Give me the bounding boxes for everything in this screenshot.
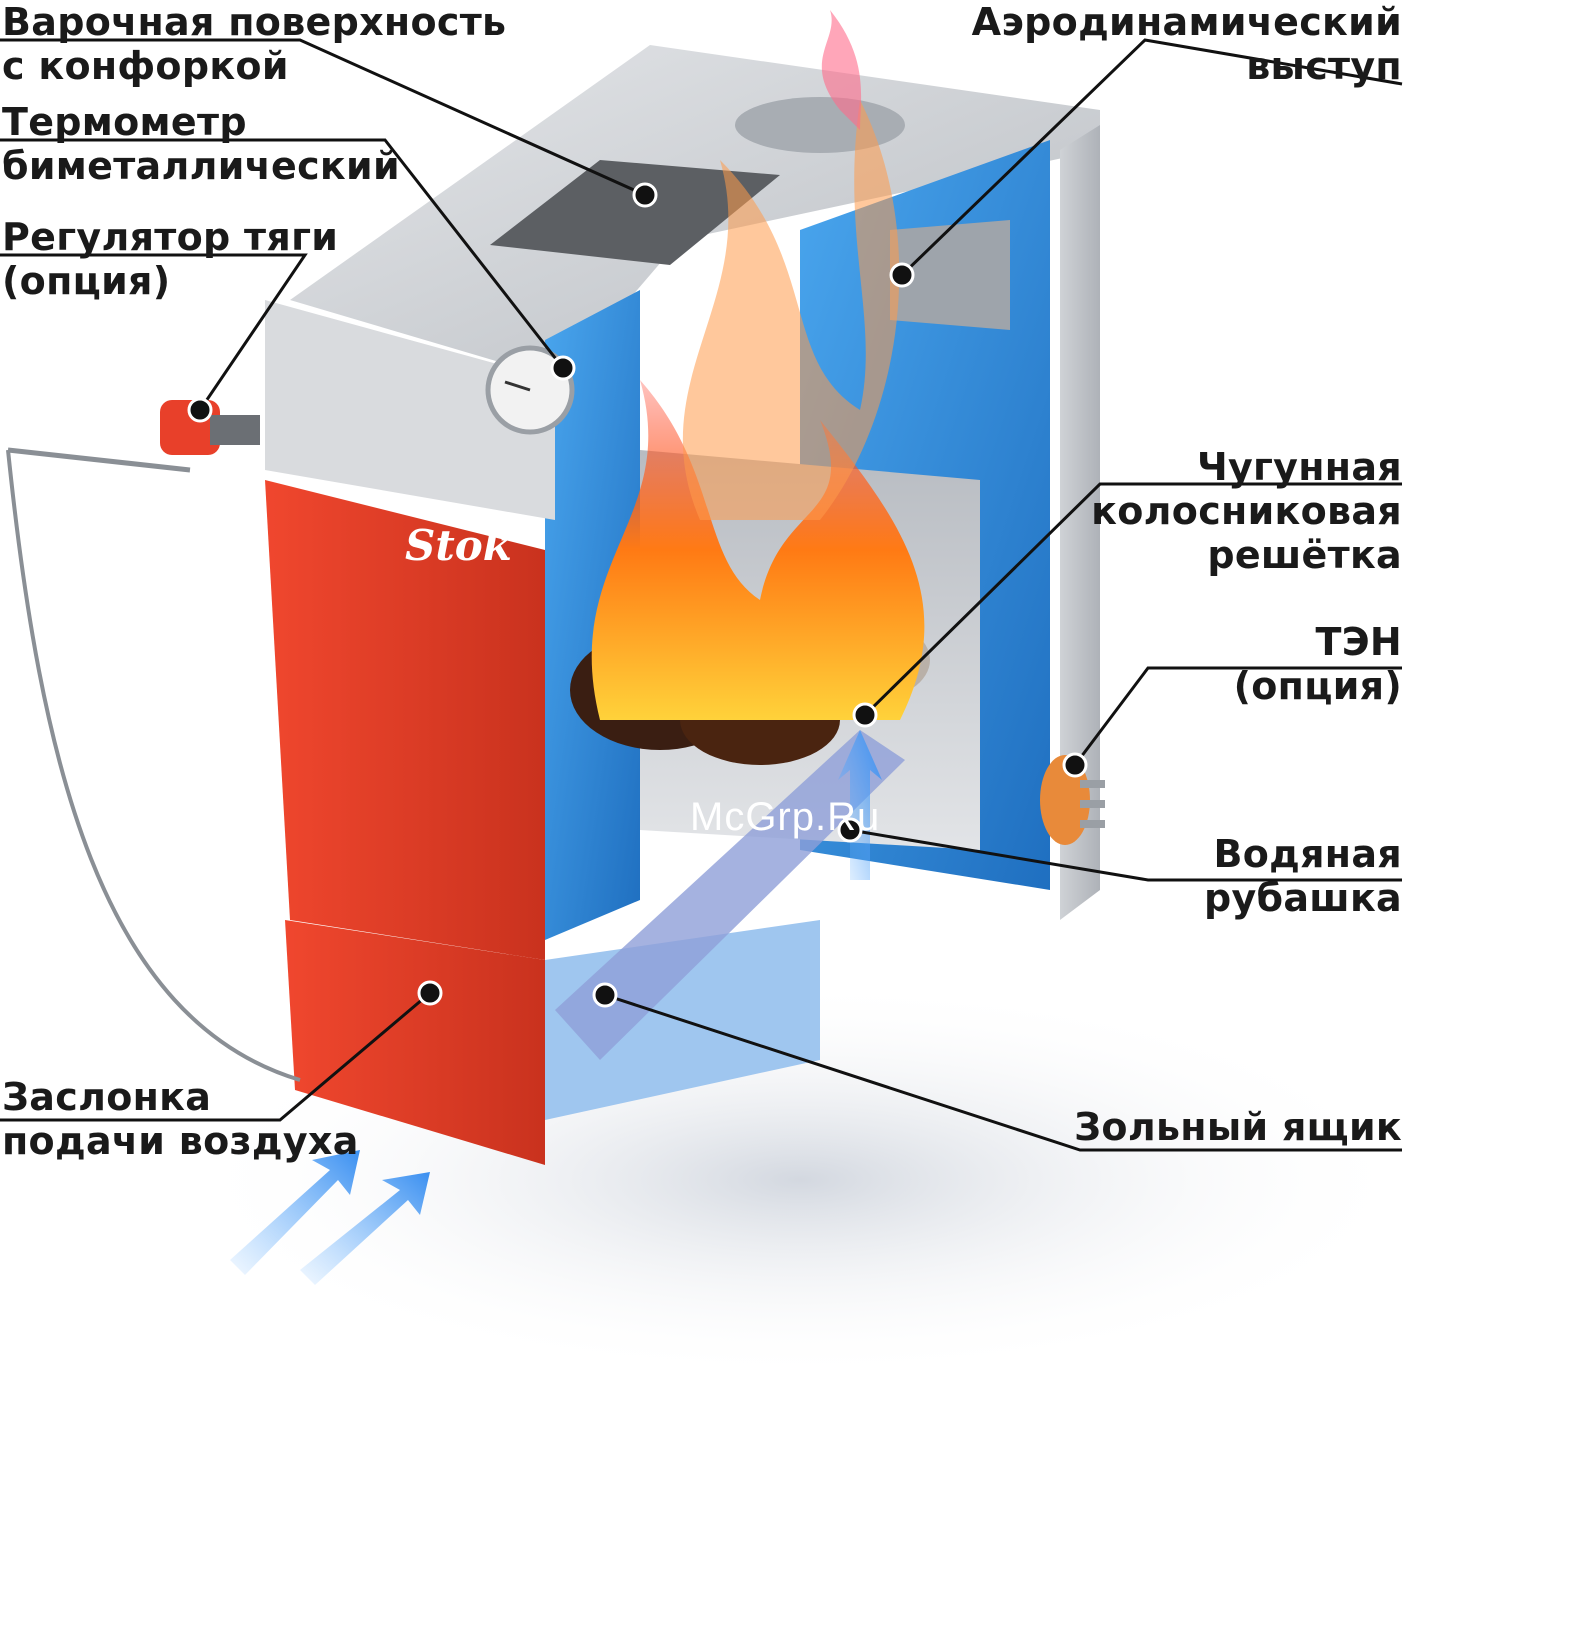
label-grate: Чугунная колосниковая решётка (1091, 445, 1402, 577)
label-air-damper-line2: подачи воздуха (2, 1119, 359, 1163)
label-thermometer-line1: Термометр (2, 100, 400, 144)
label-grate-line1: Чугунная (1091, 445, 1402, 489)
dot-cooktop (634, 184, 656, 206)
label-heater-line2: (опция) (1234, 664, 1402, 708)
label-water-jacket-line2: рубашка (1204, 876, 1402, 920)
label-air-damper: Заслонка подачи воздуха (2, 1075, 359, 1163)
dot-draft (189, 399, 211, 421)
watermark: McGrp.Ru (690, 795, 880, 840)
label-heater: ТЭН (опция) (1234, 620, 1402, 708)
dot-grate (854, 704, 876, 726)
label-ash-box-line1: Зольный ящик (1074, 1105, 1402, 1149)
label-draft-regulator: Регулятор тяги (опция) (2, 215, 338, 303)
label-aero-line1: Аэродинамический (972, 0, 1402, 44)
label-aero: Аэродинамический выступ (972, 0, 1402, 88)
label-water-jacket-line1: Водяная (1204, 832, 1402, 876)
dot-aero (891, 264, 913, 286)
label-cooktop: Варочная поверхность с конфоркой (2, 0, 506, 88)
label-heater-line1: ТЭН (1234, 620, 1402, 664)
label-thermometer: Термометр биметаллический (2, 100, 400, 188)
label-draft-line2: (опция) (2, 259, 338, 303)
dot-thermometer (552, 357, 574, 379)
label-thermometer-line2: биметаллический (2, 144, 400, 188)
dot-heater (1064, 754, 1086, 776)
draft-regulator-knob (8, 400, 300, 1080)
label-grate-line2: колосниковая (1091, 489, 1402, 533)
label-water-jacket: Водяная рубашка (1204, 832, 1402, 920)
label-ash-box: Зольный ящик (1074, 1105, 1402, 1149)
dot-ash-box (594, 984, 616, 1006)
brand-logo: Stok (405, 521, 512, 570)
burner-ring (735, 97, 905, 153)
label-cooktop-line2: с конфоркой (2, 44, 506, 88)
dot-air-damper (419, 982, 441, 1004)
label-draft-line1: Регулятор тяги (2, 215, 338, 259)
label-air-damper-line1: Заслонка (2, 1075, 359, 1119)
label-grate-line3: решётка (1091, 533, 1402, 577)
label-cooktop-line1: Варочная поверхность (2, 0, 506, 44)
label-aero-line2: выступ (972, 44, 1402, 88)
